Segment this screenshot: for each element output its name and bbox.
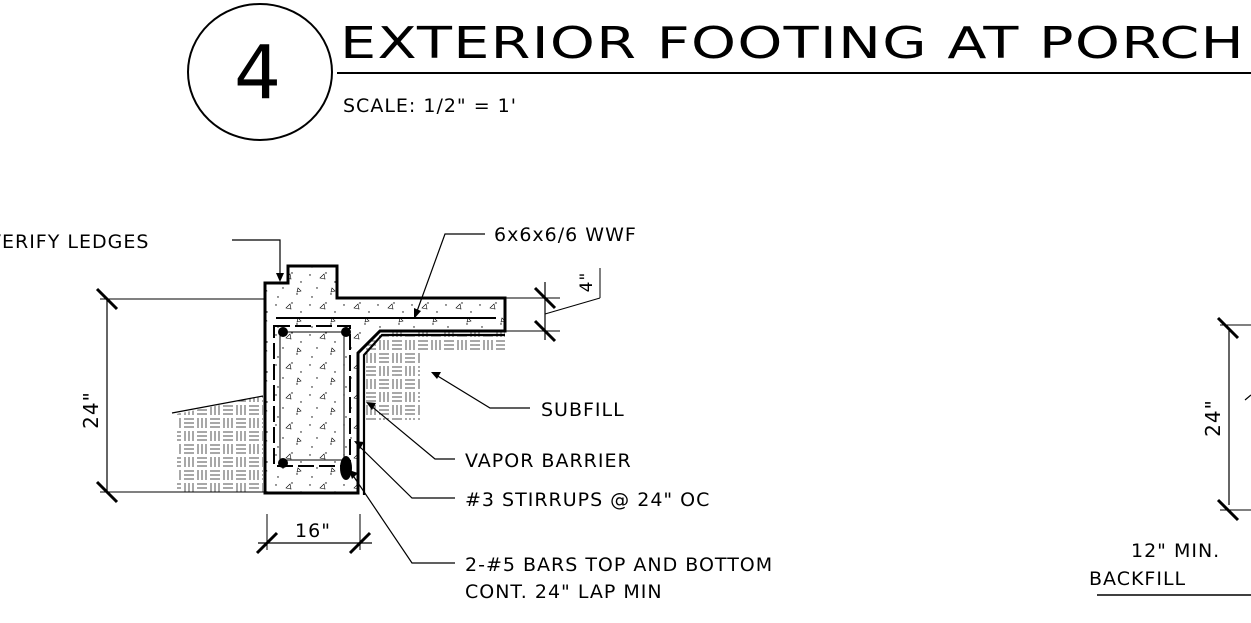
earth-hatch bbox=[171, 330, 505, 492]
vapor-barrier-line bbox=[362, 333, 505, 495]
dim-footing-depth-label: 24" bbox=[79, 391, 103, 429]
callout-bars-line2: CONT. 24" LAP MIN bbox=[465, 581, 663, 603]
right-note-line2: BACKFILL bbox=[1089, 568, 1186, 590]
concrete-footing bbox=[263, 264, 507, 495]
detail-title-block: 4 EXTERIOR FOOTING AT PORCH SCALE: 1/2" … bbox=[187, 3, 1251, 141]
callout-wwf-text: 6x6x6/6 WWF bbox=[494, 224, 637, 246]
callout-verify-ledges-text: VERIFY LEDGES bbox=[0, 231, 149, 253]
bar-bottom-left bbox=[278, 458, 288, 468]
detail-number-bubble bbox=[187, 3, 333, 141]
right-note-line1: 12" MIN. bbox=[1131, 540, 1220, 562]
detail-number: 4 bbox=[234, 30, 282, 116]
callout-vapor-barrier: VAPOR BARRIER bbox=[366, 402, 632, 472]
callout-vapor-barrier-text: VAPOR BARRIER bbox=[465, 450, 632, 472]
detail-title: EXTERIOR FOOTING AT PORCH bbox=[340, 18, 1245, 69]
callout-subfill: SUBFILL bbox=[431, 372, 625, 421]
callout-subfill-text: SUBFILL bbox=[541, 399, 625, 421]
rebar-cage bbox=[273, 325, 352, 480]
right-partial-detail: 24" 12" MIN. BACKFILL bbox=[1089, 316, 1251, 596]
callout-stirrups: #3 STIRRUPS @ 24" OC bbox=[354, 441, 710, 511]
callout-bars: 2-#5 BARS TOP AND BOTTOM CONT. 24" LAP M… bbox=[349, 470, 773, 603]
stirrup bbox=[273, 325, 351, 467]
dim-footing-width-label: 16" bbox=[295, 520, 331, 542]
dim-slab-thickness-label: 4" bbox=[577, 272, 597, 293]
callout-stirrups-text: #3 STIRRUPS @ 24" OC bbox=[465, 489, 710, 511]
dim-right-depth-label: 24" bbox=[1201, 399, 1225, 437]
bar-top-left bbox=[278, 327, 288, 337]
dim-footing-depth: 24" bbox=[79, 287, 265, 504]
bar-bottom-right bbox=[340, 456, 352, 480]
bar-top-right bbox=[341, 327, 351, 337]
callout-verify-ledges: VERIFY LEDGES bbox=[0, 231, 284, 282]
dim-footing-width: 16" bbox=[255, 514, 372, 555]
detail-scale: SCALE: 1/2" = 1' bbox=[343, 95, 517, 117]
callout-bars-line1: 2-#5 BARS TOP AND BOTTOM bbox=[465, 554, 773, 576]
dim-slab-thickness: 4" bbox=[505, 268, 601, 343]
callout-wwf: 6x6x6/6 WWF bbox=[414, 224, 637, 319]
